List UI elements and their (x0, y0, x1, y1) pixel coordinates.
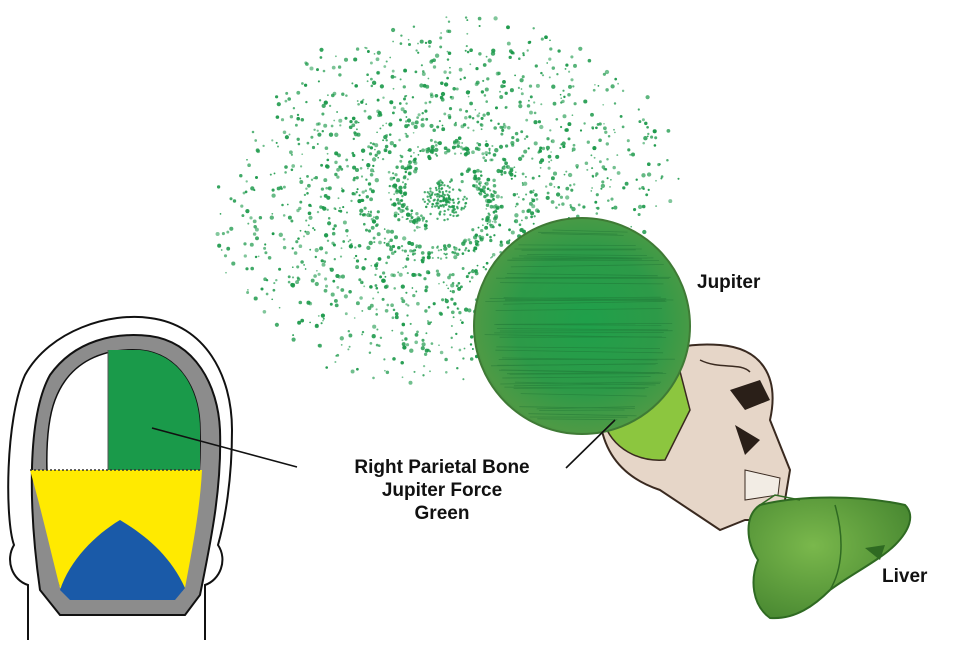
caption-line-3: Green (300, 502, 584, 525)
liver-label: Liver (882, 565, 927, 588)
jupiter-planet-icon (474, 218, 690, 434)
caption-line-1: Right Parietal Bone (300, 456, 584, 479)
head-back-icon (8, 317, 232, 640)
caption-line-2: Jupiter Force (300, 479, 584, 502)
liver-icon (748, 495, 910, 618)
jupiter-label: Jupiter (697, 271, 760, 294)
center-caption: Right Parietal Bone Jupiter Force Green (300, 456, 584, 525)
